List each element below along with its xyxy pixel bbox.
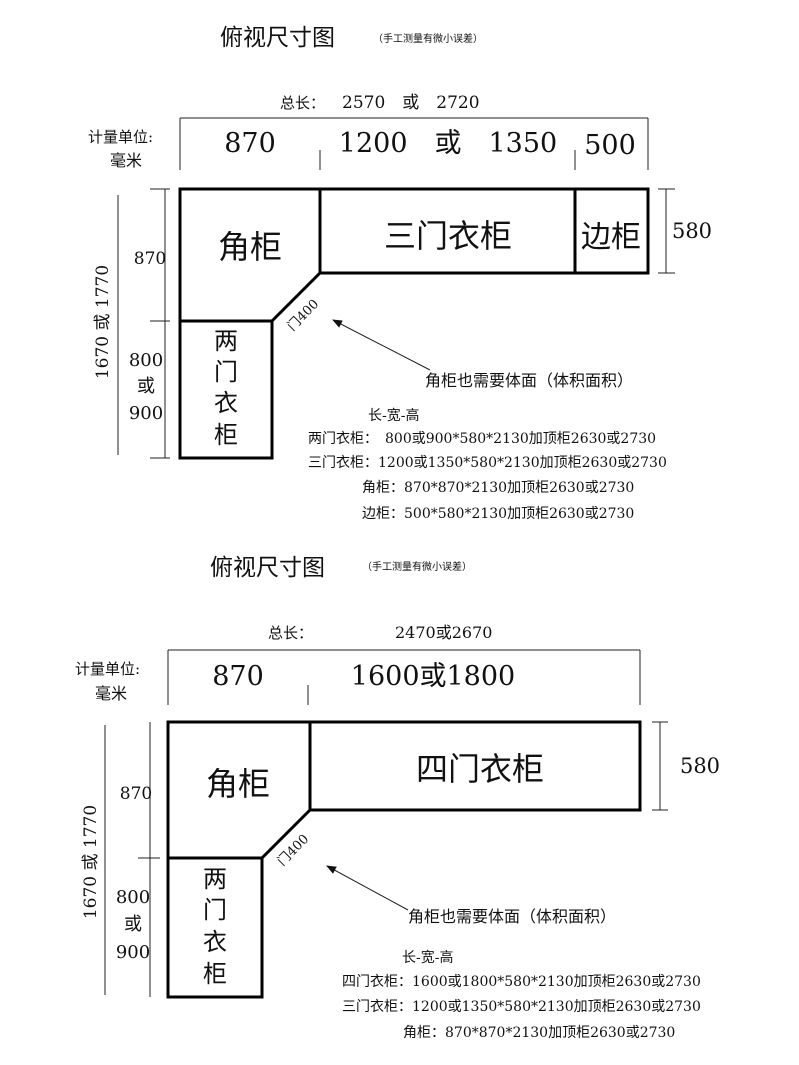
cabinet-outline bbox=[178, 187, 650, 460]
label-char: 衣 bbox=[203, 928, 227, 956]
unit-value: 毫米 bbox=[110, 151, 142, 170]
measurement-note: （手工测量有微小误差） bbox=[362, 560, 472, 573]
left-dimension-lines bbox=[104, 722, 160, 997]
callout-arrow bbox=[332, 319, 431, 371]
left-upper-dim: 870 bbox=[120, 784, 152, 804]
spec-line: 三门衣柜：1200或1350*580*2130加顶柜2630或2730 bbox=[342, 999, 701, 1015]
left-lower-dim-alt: 900 bbox=[116, 942, 150, 963]
cabinet-outline bbox=[166, 720, 642, 999]
label-char: 门 bbox=[214, 358, 238, 386]
label-char: 柜 bbox=[214, 421, 238, 449]
total-length-value: 2570 或 2720 bbox=[342, 93, 480, 113]
spec-line: 四门衣柜：1600或1800*580*2130加顶柜2630或2730 bbox=[342, 974, 701, 990]
left-total-length: 1670 或 1770 bbox=[81, 805, 101, 919]
dim-main-width: 1600或1800 bbox=[351, 661, 515, 692]
spec-line: 三门衣柜：1200或1350*580*2130加顶柜2630或2730 bbox=[308, 455, 667, 471]
measurement-note: （手工测量有微小误差） bbox=[373, 32, 483, 45]
left-lower-dim-alt: 900 bbox=[129, 403, 163, 424]
corner-cabinet-label: 角柜 bbox=[206, 765, 270, 803]
left-lower-dim: 800 bbox=[116, 887, 150, 908]
depth-dimension-line bbox=[658, 188, 675, 274]
top-dimension-line bbox=[179, 117, 649, 170]
label-char: 门 bbox=[203, 896, 227, 924]
left-total-length: 1670 或 1770 bbox=[93, 265, 113, 379]
diagram-1: 俯视尺寸图 （手工测量有微小误差） 总长： 2570 或 2720 计量单位: … bbox=[88, 25, 712, 522]
spec-line: 角柜：870*870*2130加顶柜2630或2730 bbox=[403, 1025, 675, 1041]
total-length-label: 总长： bbox=[268, 624, 313, 642]
diagram-2: 俯视尺寸图 （手工测量有微小误差） 总长： 2470或2670 计量单位: 毫米… bbox=[75, 555, 720, 1041]
diagram-title: 俯视尺寸图 bbox=[210, 555, 325, 581]
callout-arrow bbox=[326, 865, 409, 911]
main-cabinet-label: 三门衣柜 bbox=[384, 217, 512, 255]
label-char: 衣 bbox=[214, 389, 238, 417]
spec-header: 长-宽-高 bbox=[402, 949, 453, 966]
main-cabinet-label: 四门衣柜 bbox=[416, 750, 544, 788]
label-char: 柜 bbox=[203, 960, 227, 988]
unit-label: 计量单位: bbox=[88, 128, 153, 146]
unit-label: 计量单位: bbox=[75, 660, 140, 678]
callout-text: 角柜也需要体面（体积面积） bbox=[408, 907, 616, 926]
side-cabinet-label: 边柜 bbox=[581, 220, 641, 255]
label-char: 两 bbox=[214, 327, 238, 355]
spec-line: 角柜：870*870*2130加顶柜2630或2730 bbox=[362, 480, 634, 496]
two-door-cabinet-label: 两 门 衣 柜 bbox=[203, 865, 227, 988]
left-lower-or: 或 bbox=[137, 376, 155, 397]
total-length-value: 2470或2670 bbox=[395, 623, 492, 642]
depth-value: 580 bbox=[680, 754, 720, 778]
corner-cabinet-label: 角柜 bbox=[218, 228, 282, 266]
unit-value: 毫米 bbox=[95, 684, 127, 703]
callout-text: 角柜也需要体面（体积面积） bbox=[425, 371, 633, 390]
dim-main-width: 1200 或 1350 bbox=[339, 128, 557, 159]
left-lower-or: 或 bbox=[124, 914, 142, 935]
label-char: 两 bbox=[203, 865, 227, 893]
depth-value: 580 bbox=[672, 219, 712, 243]
left-lower-dim: 800 bbox=[129, 350, 163, 371]
left-upper-dim: 870 bbox=[134, 249, 166, 269]
spec-line: 边柜：500*580*2130加顶柜2630或2730 bbox=[362, 506, 634, 522]
dim-side-width: 500 bbox=[584, 130, 636, 161]
left-dimension-lines bbox=[117, 188, 170, 459]
depth-dimension-line bbox=[652, 721, 668, 811]
total-length-label: 总长： bbox=[280, 94, 325, 112]
diagram-title: 俯视尺寸图 bbox=[220, 25, 335, 51]
two-door-cabinet-label: 两 门 衣 柜 bbox=[214, 327, 238, 449]
top-dimension-line bbox=[167, 649, 641, 705]
dim-corner-width: 870 bbox=[224, 128, 276, 159]
dim-corner-width: 870 bbox=[212, 661, 264, 692]
spec-header: 长-宽-高 bbox=[368, 407, 419, 424]
spec-line: 两门衣柜： 800或900*580*2130加顶柜2630或2730 bbox=[308, 431, 656, 447]
